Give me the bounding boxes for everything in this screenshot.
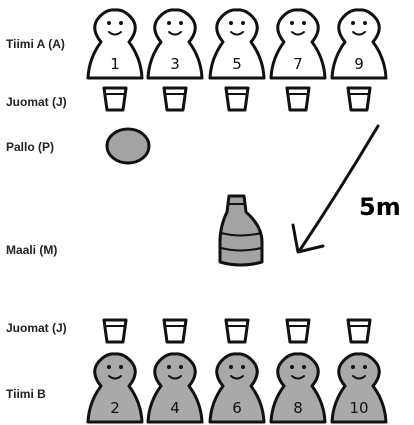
distance-arrow-icon	[291, 124, 380, 254]
player-a-7: 7	[269, 8, 327, 80]
cup-icon	[162, 86, 188, 112]
cup-icon	[285, 318, 311, 344]
player-a-3: 3	[146, 8, 204, 80]
label-goal: Maali (M)	[6, 243, 57, 257]
player-b-10: 10	[330, 352, 388, 424]
cup-icon	[346, 318, 372, 344]
player-number: 1	[110, 55, 120, 73]
team-a-players: 1 3 5 7 9	[86, 8, 388, 80]
player-a-5: 5	[208, 8, 266, 80]
player-b-6: 6	[208, 352, 266, 424]
player-number: 7	[293, 55, 303, 73]
player-number: 8	[293, 399, 303, 417]
cup-icon	[102, 86, 128, 112]
player-number: 6	[232, 399, 242, 417]
player-number: 9	[354, 55, 364, 73]
cup-icon	[224, 318, 250, 344]
player-number: 3	[170, 55, 180, 73]
player-a-1: 1	[86, 8, 144, 80]
label-drinks-top: Juomat (J)	[6, 95, 67, 109]
label-team-b: Tiimi B	[6, 387, 46, 401]
player-number: 4	[170, 399, 180, 417]
label-ball: Pallo (P)	[6, 140, 54, 154]
team-b-players: 2 4 6 8 10	[86, 352, 388, 424]
player-number: 5	[232, 55, 242, 73]
ball-icon	[105, 127, 151, 165]
distance-label: 5m	[359, 193, 401, 221]
player-a-9: 9	[330, 8, 388, 80]
player-b-2: 2	[86, 352, 144, 424]
cup-icon	[346, 86, 372, 112]
player-number: 10	[349, 399, 368, 417]
cup-icon	[224, 86, 250, 112]
player-number: 2	[110, 399, 120, 417]
cup-icon	[162, 318, 188, 344]
drinks-row-top	[102, 86, 372, 112]
drinks-row-bottom	[102, 318, 372, 344]
cup-icon	[102, 318, 128, 344]
cup-icon	[285, 86, 311, 112]
label-drinks-bottom: Juomat (J)	[6, 321, 67, 335]
player-b-8: 8	[269, 352, 327, 424]
label-team-a: Tiimi A (A)	[6, 37, 65, 51]
player-b-4: 4	[146, 352, 204, 424]
goal-bottle-icon	[218, 194, 264, 267]
